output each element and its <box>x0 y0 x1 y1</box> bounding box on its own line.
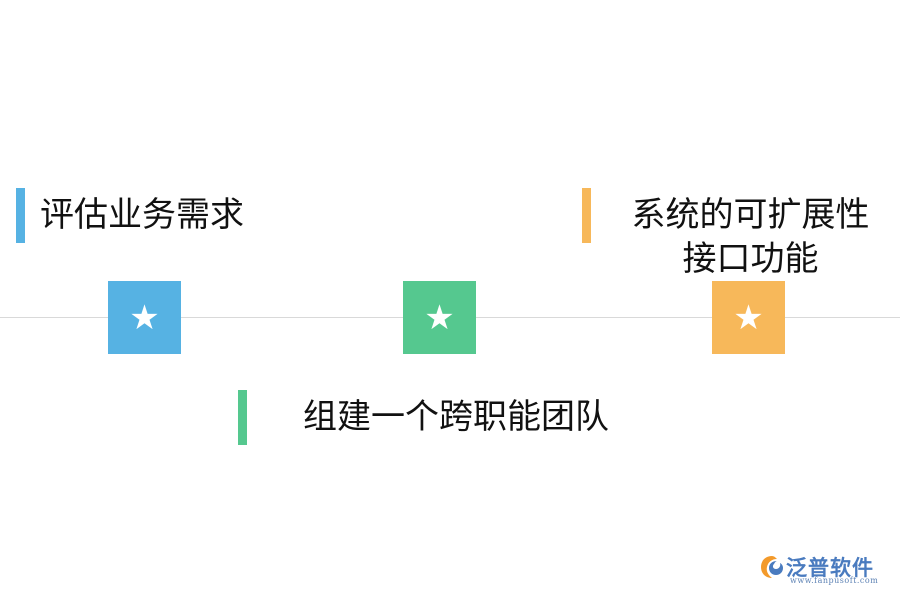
step-3-label-line2: 接口功能 <box>682 239 819 280</box>
star-icon: ★ <box>129 297 160 338</box>
step-2-label: 组建一个跨职能团队 <box>303 397 609 437</box>
star-icon: ★ <box>424 297 455 338</box>
accent-bar-green <box>238 390 247 445</box>
logo-mark <box>761 556 783 578</box>
star-icon: ★ <box>733 297 764 338</box>
accent-bar-blue <box>16 188 25 243</box>
logo-name: 泛普软件 <box>786 556 874 580</box>
step-3-marker: ★ <box>712 281 785 354</box>
step-3-label: 系统的可扩展性 接口功能 <box>608 193 893 281</box>
step-1-marker: ★ <box>108 281 181 354</box>
step-1-label: 评估业务需求 <box>40 195 244 235</box>
accent-bar-orange <box>582 188 591 243</box>
step-2-marker: ★ <box>403 281 476 354</box>
step-3-label-line1: 系统的可扩展性 <box>631 195 870 235</box>
logo-url: www.fanpusoft.com <box>790 576 879 585</box>
brand-logo: 泛普软件 www.fanpusoft.com <box>758 552 888 588</box>
